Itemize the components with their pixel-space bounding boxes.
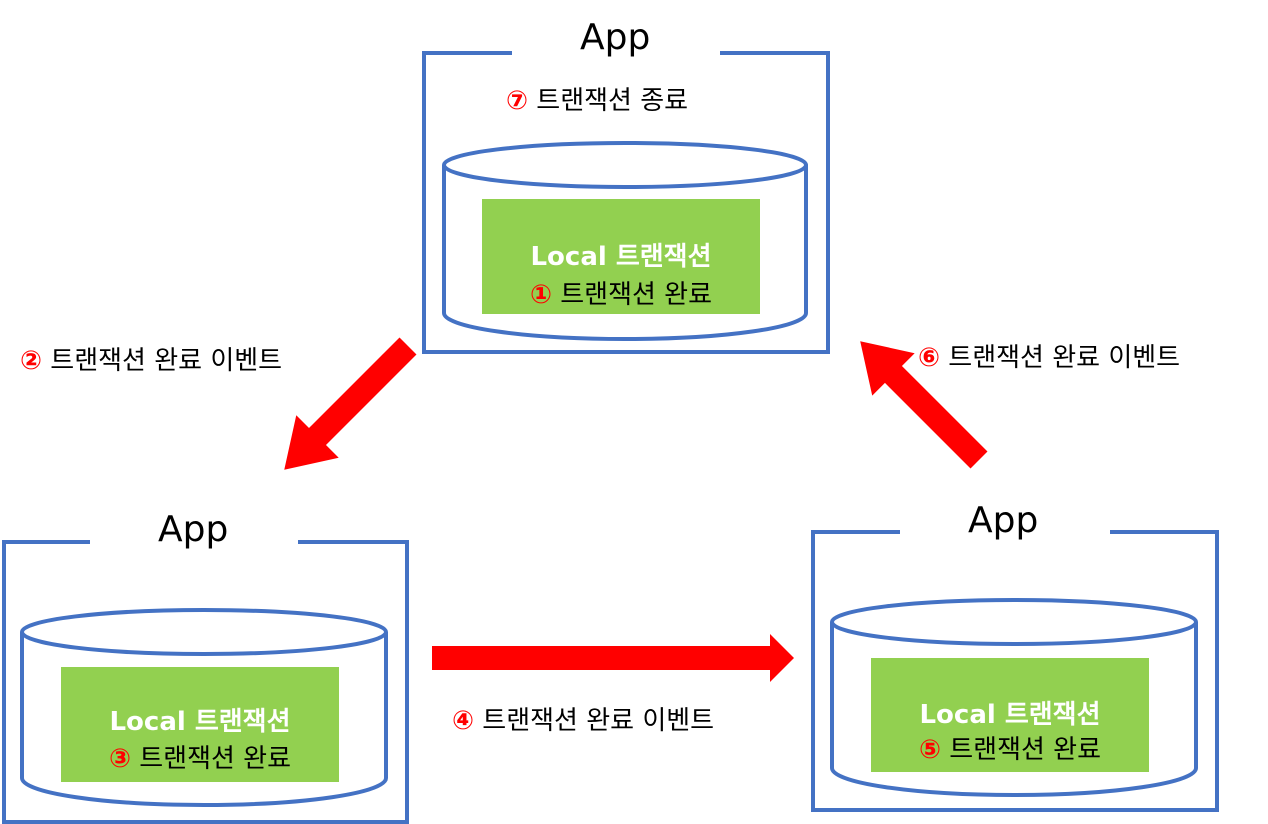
step-6-marker: ⑥ [918, 343, 941, 373]
app-title-right: App [968, 500, 1039, 541]
local-tx-box-right [871, 658, 1149, 772]
edge-6-text: 트랜잭션 완료 이벤트 [948, 343, 1181, 373]
step-1-marker: ① [529, 280, 552, 310]
local-tx-title-right: Local 트랜잭션 [919, 700, 1101, 730]
arrow-right-to-top [860, 341, 988, 469]
local-tx-step-left: ③ 트랜잭션 완료 [61, 746, 339, 772]
arrow-left-to-right [432, 634, 794, 682]
edge-2-text: 트랜잭션 완료 이벤트 [50, 346, 283, 376]
step-3-marker: ③ [108, 744, 131, 774]
step-1-text: 트랜잭션 완료 [560, 280, 713, 310]
step-4-marker: ④ [452, 706, 475, 736]
app-frame-top [422, 51, 830, 354]
app-title-left: App [158, 509, 229, 550]
step-2-marker: ② [20, 346, 43, 376]
tx-end-label: ⑦ 트랜잭션 종료 [506, 88, 688, 114]
local-tx-box-top [482, 199, 760, 314]
edge-label-6: ⑥ 트랜잭션 완료 이벤트 [918, 345, 1180, 371]
edge-4-text: 트랜잭션 완료 이벤트 [482, 706, 715, 736]
edge-label-2: ② 트랜잭션 완료 이벤트 [20, 348, 282, 374]
step-5-marker: ⑤ [918, 735, 941, 765]
edge-label-4: ④ 트랜잭션 완료 이벤트 [452, 708, 714, 734]
local-tx-step-top: ① 트랜잭션 완료 [482, 282, 760, 308]
step-5-text: 트랜잭션 완료 [949, 735, 1102, 765]
arrow-top-to-left [284, 337, 417, 470]
app-frame-right [811, 530, 1219, 812]
step-7-marker: ⑦ [506, 86, 529, 116]
local-tx-title-left: Local 트랜잭션 [109, 707, 291, 737]
step-3-text: 트랜잭션 완료 [139, 744, 292, 774]
local-tx-title-top: Local 트랜잭션 [530, 242, 712, 272]
tx-end-text: 트랜잭션 종료 [536, 86, 689, 116]
local-tx-step-right: ⑤ 트랜잭션 완료 [871, 737, 1149, 763]
app-frame-left [2, 540, 409, 824]
local-tx-box-left [61, 667, 339, 782]
app-title-top: App [580, 17, 651, 58]
